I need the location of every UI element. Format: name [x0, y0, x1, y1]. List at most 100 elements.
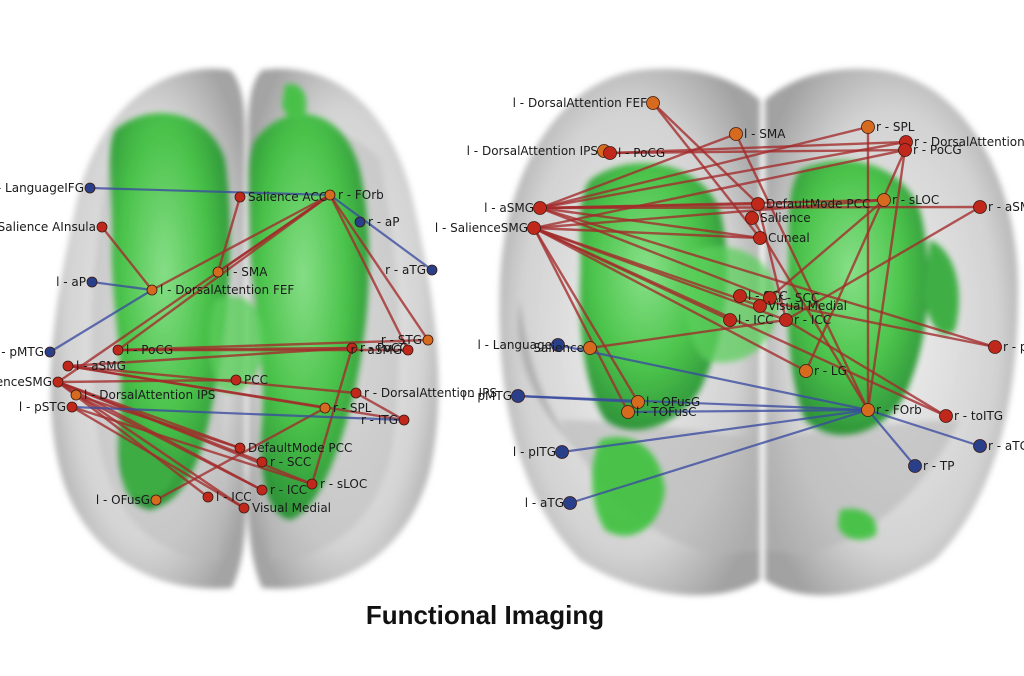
roi-node-vis-medial2: Visual Medial [753, 299, 847, 313]
roi-node-l-icc: l - ICC [202, 490, 252, 504]
roi-node-marker [729, 127, 743, 141]
roi-node-l-sal-ainsula: l - Salience AInsula [0, 220, 108, 234]
roi-label: l - DorsalAttention FEF [513, 96, 647, 110]
roi-node-marker [745, 211, 759, 225]
roi-label: r - aSMG [988, 200, 1024, 214]
roi-label: r - sLOC [892, 193, 939, 207]
roi-node-marker [646, 96, 660, 110]
roi-node-marker [563, 496, 577, 510]
roi-node-marker [202, 491, 214, 503]
roi-node-r-forb: r - FOrb [324, 188, 384, 202]
roi-label: l - ICC [216, 490, 252, 504]
roi-label: Salience [533, 341, 584, 355]
roi-node-marker [861, 403, 875, 417]
roi-node-l-sal-smg2: l - SalienceSMG [435, 221, 541, 235]
roi-label: l - aP [56, 275, 86, 289]
roi-node-r-spl: r - SPL [319, 401, 372, 415]
roi-node-l-dorsips: l - DorsalAttention IPS [70, 388, 215, 402]
roi-label: l - SalienceSMG [435, 221, 528, 235]
roi-node-marker [426, 264, 438, 276]
roi-node-marker [898, 143, 912, 157]
roi-node-sal-ains2: Salience [533, 341, 597, 355]
roi-node-l-dorsfef: l - DorsalAttention FEF [146, 283, 294, 297]
roi-label: l - DorsalAttention FEF [160, 283, 294, 297]
roi-node-r-pocg2: r - PoCG [898, 143, 962, 157]
roi-node-marker [86, 276, 98, 288]
roi-node-marker [398, 414, 410, 426]
roi-node-marker [877, 193, 891, 207]
roi-label: r - SPL [333, 401, 372, 415]
roi-label: r - DorsalAttention IPS [914, 135, 1024, 149]
connection-edge-l-sal-smg-vis-medial [56, 380, 246, 510]
roi-node-marker [733, 289, 747, 303]
roi-label: l - SMA [226, 265, 268, 279]
roi-nodes: l - LanguageIFGl - Salience AInsulaSalie… [0, 96, 1024, 515]
roi-node-l-sal-smg: l - SalienceSMG [0, 375, 64, 389]
roi-node-marker [230, 374, 242, 386]
connection-edge-l-sal-smg2-vis-medial2 [532, 226, 762, 308]
roi-label: r - DorsalAttention IPS [364, 386, 497, 400]
roi-node-marker [779, 313, 793, 327]
roi-node-l-asmg2: l - aSMG [484, 201, 547, 215]
connection-edge-l-sal-smg-pcc [56, 378, 238, 384]
roi-node-marker [52, 376, 64, 388]
connection-edge-r-forb-l-pocg [116, 193, 332, 352]
roi-node-l-asmg: l - aSMG [62, 359, 126, 373]
roi-label: r - aP [368, 215, 399, 229]
roi-node-marker [723, 313, 737, 327]
roi-node-l-lang-ifg: l - LanguageIFG [0, 181, 96, 195]
roi-label: r - pSTG [1003, 340, 1024, 354]
connection-edge-r-forb-r-stg [328, 193, 430, 342]
connection-edge-l-sal-smg-r-sloc [56, 380, 314, 486]
connection-edge-r-sloc2-vis-medial2 [758, 198, 886, 308]
roi-node-marker [350, 387, 362, 399]
roi-label: l - Salience AInsula [0, 220, 96, 234]
connection-edge-r-forb-r-asmg [328, 193, 410, 352]
roi-label: r - FOrb [876, 403, 922, 417]
roi-node-marker [212, 266, 224, 278]
roi-label: l - SalienceSMG [0, 375, 52, 389]
roi-node-cuneal: Cuneal [753, 231, 810, 245]
roi-label: l - pITG [513, 445, 556, 459]
roi-label: Salience [760, 211, 811, 225]
connection-edge-l-pstg-r-itg [70, 405, 406, 422]
roi-node-marker [422, 334, 434, 346]
connection-edge-l-pstg-r-sloc [70, 405, 314, 486]
connection-edge-l-asmg2-cuneal [538, 206, 762, 240]
roi-node-l-sma: l - SMA [212, 265, 268, 279]
roi-label: r - SCC [270, 455, 311, 469]
roi-label: DefaultMode PCC [248, 441, 352, 455]
connection-edge-l-sma2-r-forb2 [734, 132, 870, 412]
roi-node-dmn-pcc: DefaultMode PCC [234, 441, 352, 455]
roi-node-r-dorsips: r - DorsalAttention IPS [350, 386, 497, 400]
connection-edge-r-forb-r-atg [328, 193, 434, 272]
roi-node-pcc: PCC [230, 373, 268, 387]
roi-label: Visual Medial [768, 299, 847, 313]
connection-edge-l-sal-smg-l-icc [56, 380, 210, 499]
connection-edge-l-sal-smg2-l-tofusc [532, 226, 630, 414]
roi-node-marker [44, 346, 56, 358]
roi-label: l - DorsalAttention IPS [84, 388, 215, 402]
roi-label: r - toITG [954, 409, 1003, 423]
roi-label: l - pMTG [462, 389, 512, 403]
roi-label: r - LG [814, 364, 847, 378]
connection-edge-l-dorsfef2-cuneal [651, 101, 762, 240]
connection-edge-r-atg2-r-forb2 [866, 408, 982, 448]
roi-node-marker [973, 200, 987, 214]
roi-node-l-atg: l - aTG [525, 496, 577, 510]
connection-edge-r-pocg-r-sloc [310, 346, 354, 486]
connection-edge-l-sal-smg2-cuneal [532, 226, 762, 240]
connection-edge-l-asmg-r-spl [66, 364, 327, 410]
connection-edge-l-pmtg-l-dorsfef [48, 288, 154, 354]
connection-edge-l-pocg2-r-pocg2 [608, 148, 907, 155]
roi-node-l-pstg: l - pSTG [19, 400, 78, 414]
connection-edge-l-sal-smg2-r-lg [532, 226, 808, 373]
connection-edge-salience-r-forb2 [750, 216, 870, 412]
connection-edge-r-forb-l-sal-smg [56, 193, 332, 384]
roi-node-marker [799, 364, 813, 378]
roi-node-marker [62, 360, 74, 372]
roi-node-r-scc: r - SCC [256, 455, 311, 469]
figure-caption: Functional Imaging [365, 600, 605, 630]
roi-node-marker [751, 197, 765, 211]
roi-node-l-tofusc: l - TOFusC [621, 405, 697, 419]
